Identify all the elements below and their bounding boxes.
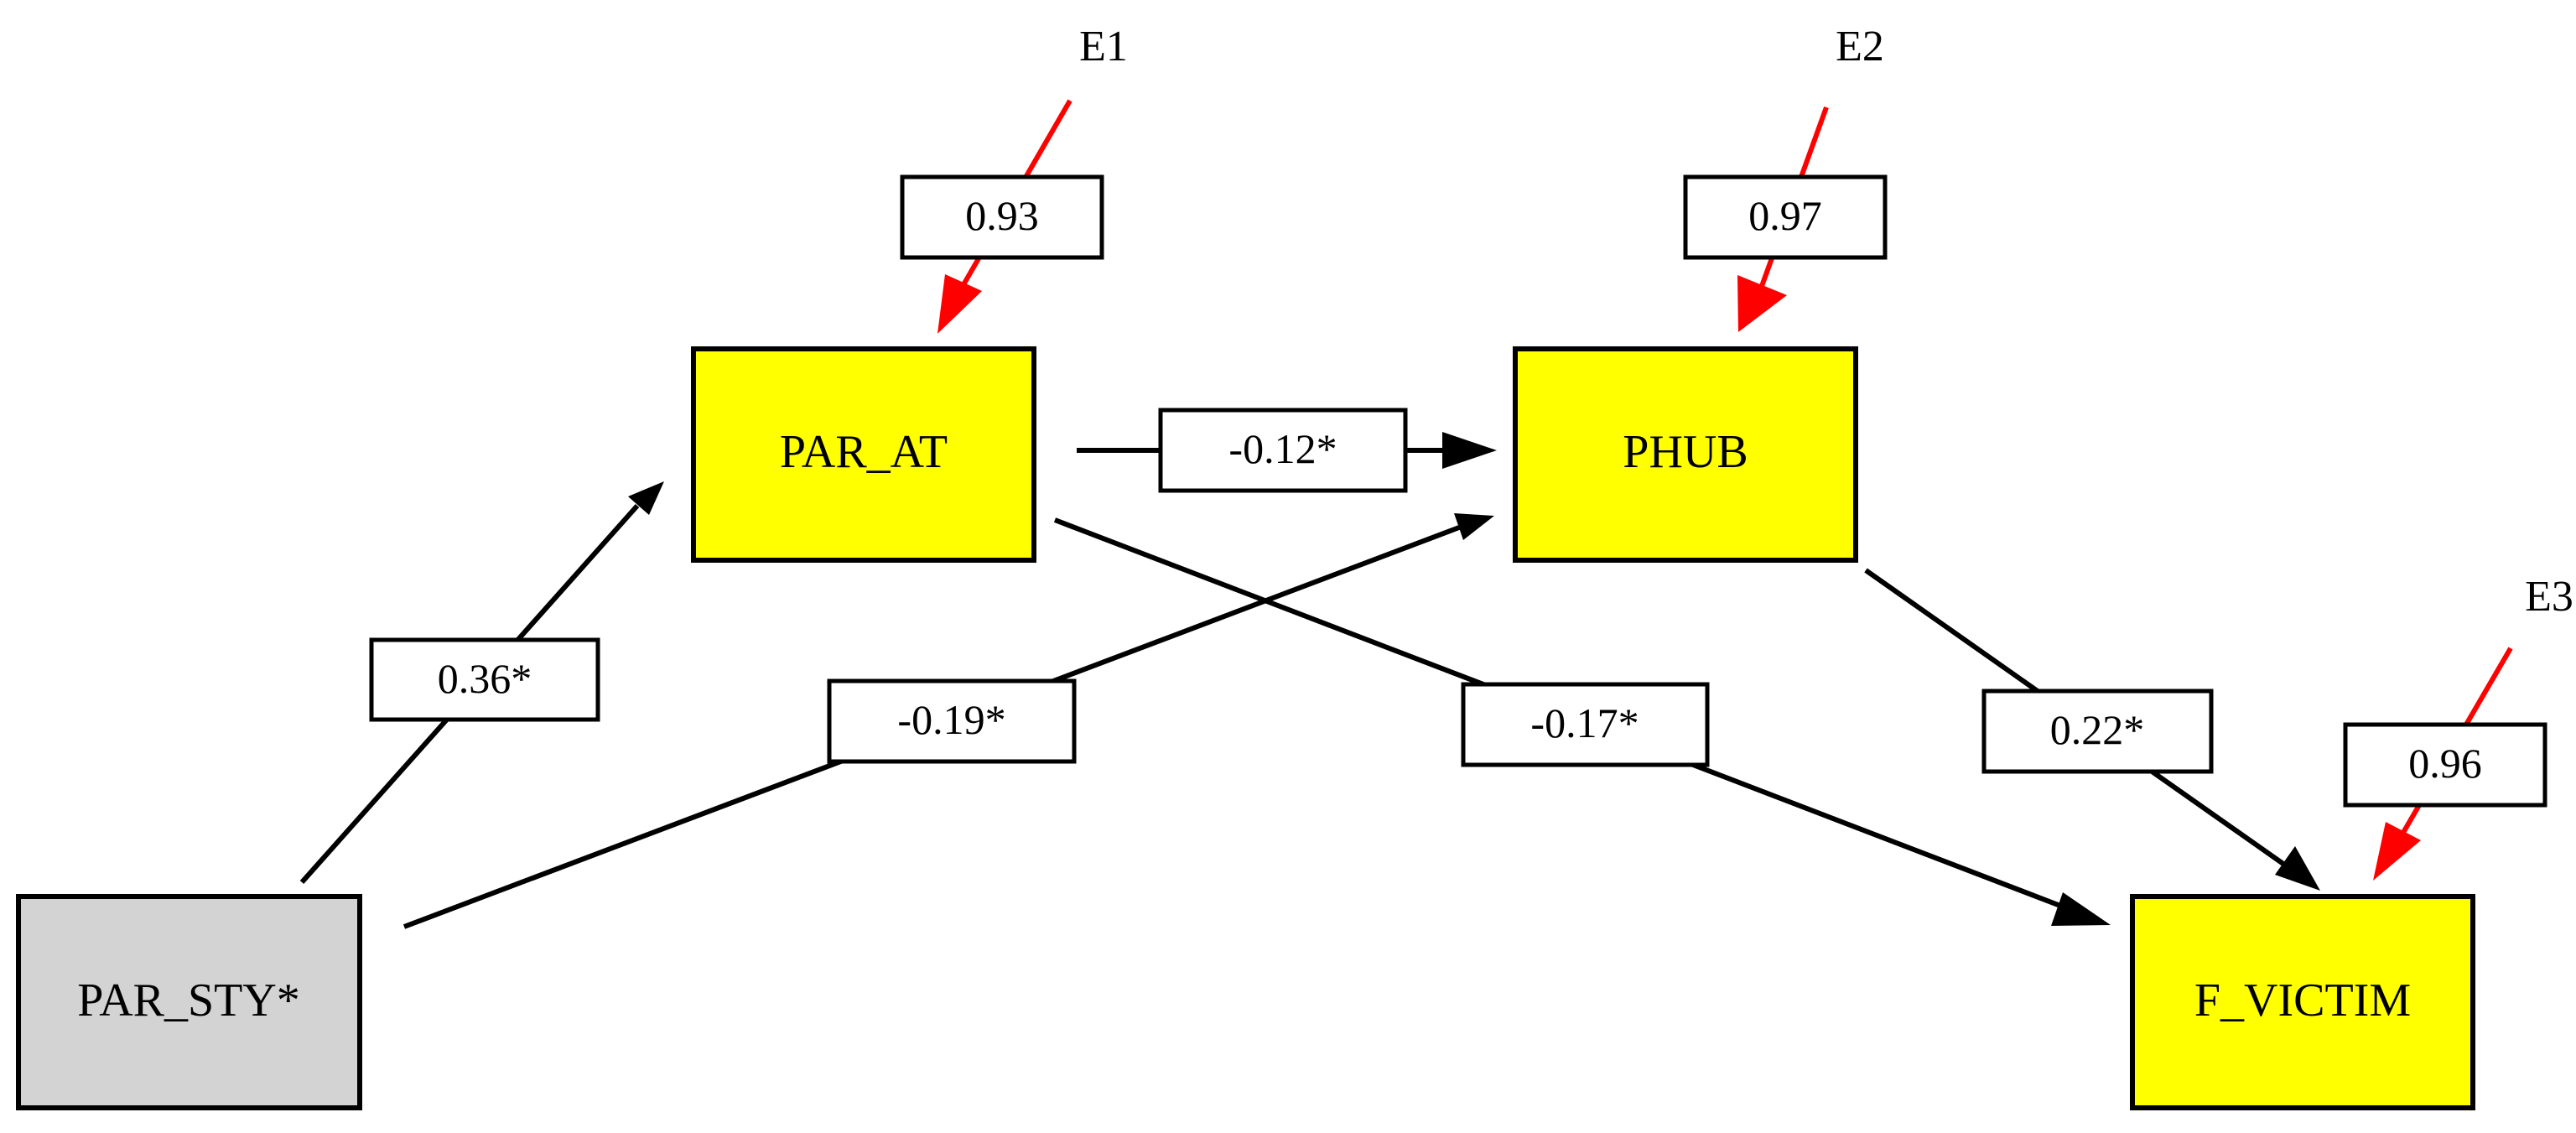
label-path-par-at-to-phub: -0.12* xyxy=(1158,408,1408,493)
node-par-sty-label: PAR_STY* xyxy=(77,974,300,1026)
label-error-e2: 0.97 xyxy=(1683,174,1888,260)
path-arrows xyxy=(299,432,2320,929)
node-phub: PHUB xyxy=(1513,346,1858,563)
label-path-par-sty-to-par-at: 0.36* xyxy=(369,637,600,722)
coefficient-labels: 0.93 0.97 0.96 0.36* -0.19* -0.12* -0.17… xyxy=(369,174,2547,808)
label-path-par-at-to-f-victim-value: -0.17* xyxy=(1530,699,1639,746)
label-error-e3: 0.96 xyxy=(2343,722,2547,808)
node-phub-label: PHUB xyxy=(1623,426,1748,478)
label-path-phub-to-f-victim: 0.22* xyxy=(1981,689,2214,774)
label-error-e3-value: 0.96 xyxy=(2408,740,2482,787)
nodes: PAR_STY* PAR_AT PHUB F_VICTIM xyxy=(16,346,2475,1110)
error-label-e1: E1 xyxy=(1079,23,1128,70)
error-label-e2: E2 xyxy=(1836,23,1884,70)
label-error-e1-value: 0.93 xyxy=(965,192,1039,239)
label-error-e1: 0.93 xyxy=(900,174,1104,260)
node-f-victim-label: F_VICTIM xyxy=(2194,974,2411,1026)
node-par-sty: PAR_STY* xyxy=(16,894,362,1110)
label-path-par-at-to-phub-value: -0.12* xyxy=(1228,425,1337,472)
error-label-e3: E3 xyxy=(2525,573,2573,621)
label-path-par-sty-to-phub-value: -0.19* xyxy=(897,696,1005,743)
error-labels: E1 E2 E3 xyxy=(1079,23,2573,621)
node-par-at-label: PAR_AT xyxy=(780,426,948,478)
node-par-at: PAR_AT xyxy=(691,346,1036,563)
label-path-par-at-to-f-victim: -0.17* xyxy=(1461,682,1710,767)
label-path-par-sty-to-par-at-value: 0.36* xyxy=(438,655,532,702)
node-f-victim: F_VICTIM xyxy=(2130,894,2475,1110)
label-path-par-sty-to-phub: -0.19* xyxy=(827,678,1077,764)
label-path-phub-to-f-victim-value: 0.22* xyxy=(2050,706,2145,753)
label-error-e2-value: 0.97 xyxy=(1748,192,1822,239)
